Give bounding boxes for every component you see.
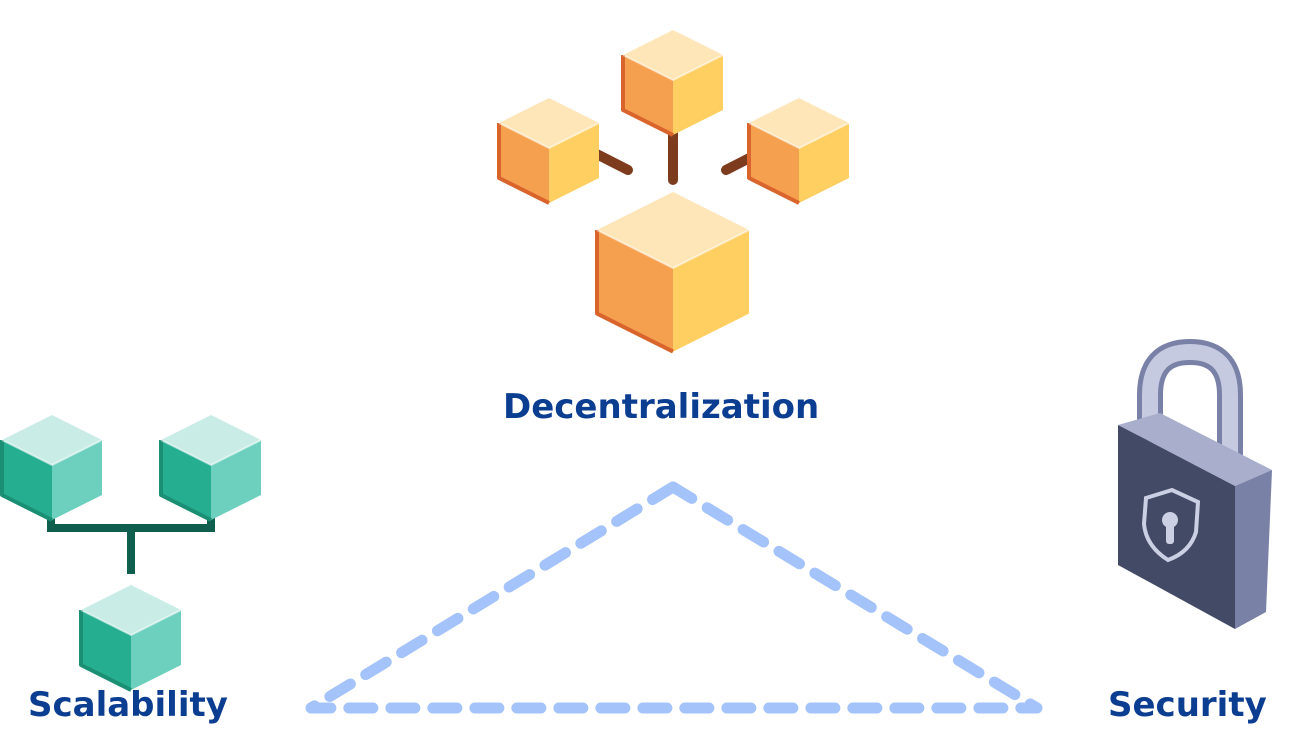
block-branch-icon (0, 415, 262, 692)
label-decentralization: Decentralization (503, 387, 820, 427)
block-network-icon (497, 30, 850, 354)
padlock-icon (1118, 338, 1272, 629)
keyhole-icon (1162, 512, 1178, 528)
teal-cube-right (159, 415, 262, 522)
orange-cube-center (595, 192, 750, 354)
teal-cube-left (0, 415, 103, 522)
trilemma-triangle (305, 481, 1043, 714)
orange-cube-left (497, 98, 600, 205)
orange-cube-right (747, 98, 850, 205)
orange-cube-top (621, 30, 724, 137)
teal-cube-bottom (79, 585, 182, 692)
label-scalability: Scalability (28, 685, 228, 725)
shield-icon (1141, 487, 1201, 563)
label-security: Security (1108, 685, 1267, 725)
